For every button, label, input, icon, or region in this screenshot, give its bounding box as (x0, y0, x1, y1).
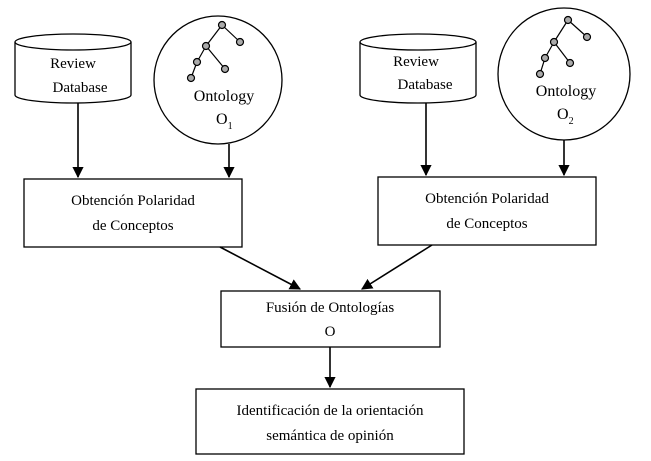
left-database-label-line2: Database (53, 80, 108, 96)
arrow-right-process-to-fusion (361, 244, 433, 290)
right-ontology-node: Ontology O2 (497, 7, 631, 141)
arrow-left-process-to-fusion (219, 246, 301, 290)
right-review-database: Review Database (359, 33, 477, 104)
right-process-label-line2: de Conceptos (446, 216, 527, 232)
right-database-label-line2: Database (398, 77, 453, 93)
left-process-label-line1: Obtención Polaridad (71, 193, 195, 209)
right-ontology-symbol: O2 (557, 106, 574, 127)
result-label-line1: Identificación de la orientación (237, 403, 424, 419)
left-ontology-symbol: O1 (216, 111, 233, 132)
left-ontology-tree-icon (186, 20, 245, 83)
right-ontology-tree-icon (535, 15, 592, 79)
result-label-line2: semántica de opinión (266, 428, 394, 444)
right-ontology-label: Ontology (536, 83, 596, 100)
left-review-database: Review Database (14, 33, 132, 104)
left-process-label-line2: de Conceptos (92, 218, 173, 234)
fusion-label-line1: Fusión de Ontologías (266, 300, 394, 316)
left-database-label-line1: Review (50, 56, 96, 72)
right-process-label-line1: Obtención Polaridad (425, 191, 549, 207)
fusion-box: Fusión de Ontologías O (220, 290, 441, 348)
result-box: Identificación de la orientación semánti… (195, 388, 465, 455)
left-ontology-node: Ontology O1 (153, 15, 283, 145)
right-process-box: Obtención Polaridad de Conceptos (377, 176, 597, 246)
left-process-box: Obtención Polaridad de Conceptos (23, 178, 243, 248)
left-ontology-label: Ontology (194, 88, 254, 105)
fusion-label-line2: O (325, 324, 336, 340)
right-database-label-line1: Review (393, 54, 439, 70)
